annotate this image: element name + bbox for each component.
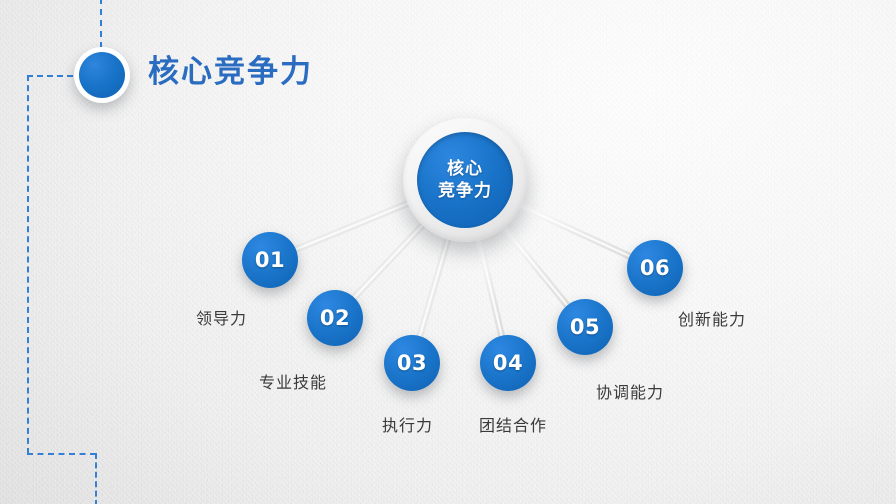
node-number-06: 06 [639,256,671,280]
spoke-line-05 [500,223,571,309]
spoke-line-01 [292,200,413,252]
node-number-05: 05 [569,315,601,339]
node-circle-06[interactable]: 06 [627,240,683,296]
spoke-line-06 [516,203,634,259]
node-label-06: 创新能力 [678,312,747,329]
node-circle-03[interactable]: 03 [384,335,440,391]
hub-inner-circle: 核心 竞争力 [417,132,513,228]
node-circle-02[interactable]: 02 [307,290,363,346]
node-label-01: 领导力 [196,311,248,328]
hub-circle: 核心 竞争力 [403,118,527,242]
node-circle-05[interactable]: 05 [557,299,613,355]
node-number-03: 03 [396,351,428,375]
page-title: 核心竞争力 [148,54,313,89]
node-label-05: 协调能力 [596,385,665,402]
node-number-04: 04 [492,351,524,375]
node-label-02: 专业技能 [259,375,328,392]
spoke-line-02 [351,221,427,301]
title-bullet-icon [74,47,130,103]
node-circle-01[interactable]: 01 [242,232,298,288]
hub-label-line1: 核心 [447,158,483,178]
node-number-02: 02 [319,306,351,330]
spoke-line-04 [477,235,504,340]
node-label-04: 团结合作 [479,418,548,435]
spoke-line-03 [417,234,450,341]
node-label-03: 执行力 [382,418,434,435]
hub-label-line2: 竞争力 [438,181,492,200]
node-number-01: 01 [254,248,286,272]
node-circle-04[interactable]: 04 [480,335,536,391]
